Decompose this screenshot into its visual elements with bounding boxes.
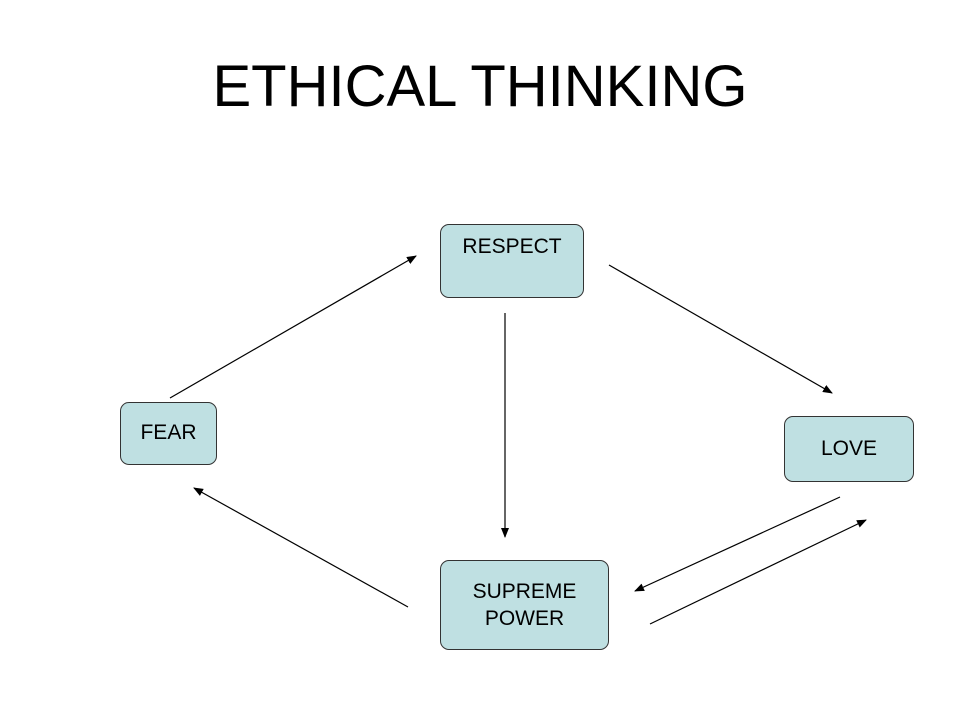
node-love-label: LOVE bbox=[820, 437, 878, 461]
arrow-fear-to-respect bbox=[169, 255, 417, 399]
node-supreme-power-label: SUPREME POWER bbox=[472, 579, 577, 630]
arrow-supreme-power-to-love bbox=[649, 519, 867, 625]
arrow-respect-to-love bbox=[608, 264, 833, 394]
node-respect: RESPECT bbox=[440, 224, 584, 298]
arrow-love-to-supreme-power bbox=[634, 496, 841, 592]
node-fear: FEAR bbox=[120, 402, 217, 465]
arrow-supreme-power-to-fear bbox=[193, 487, 409, 608]
node-supreme-power: SUPREME POWER bbox=[440, 560, 609, 650]
node-respect-label: RESPECT bbox=[462, 235, 562, 258]
node-love: LOVE bbox=[784, 416, 914, 482]
page-title: ETHICAL THINKING bbox=[212, 54, 748, 119]
node-fear-label: FEAR bbox=[140, 421, 197, 444]
